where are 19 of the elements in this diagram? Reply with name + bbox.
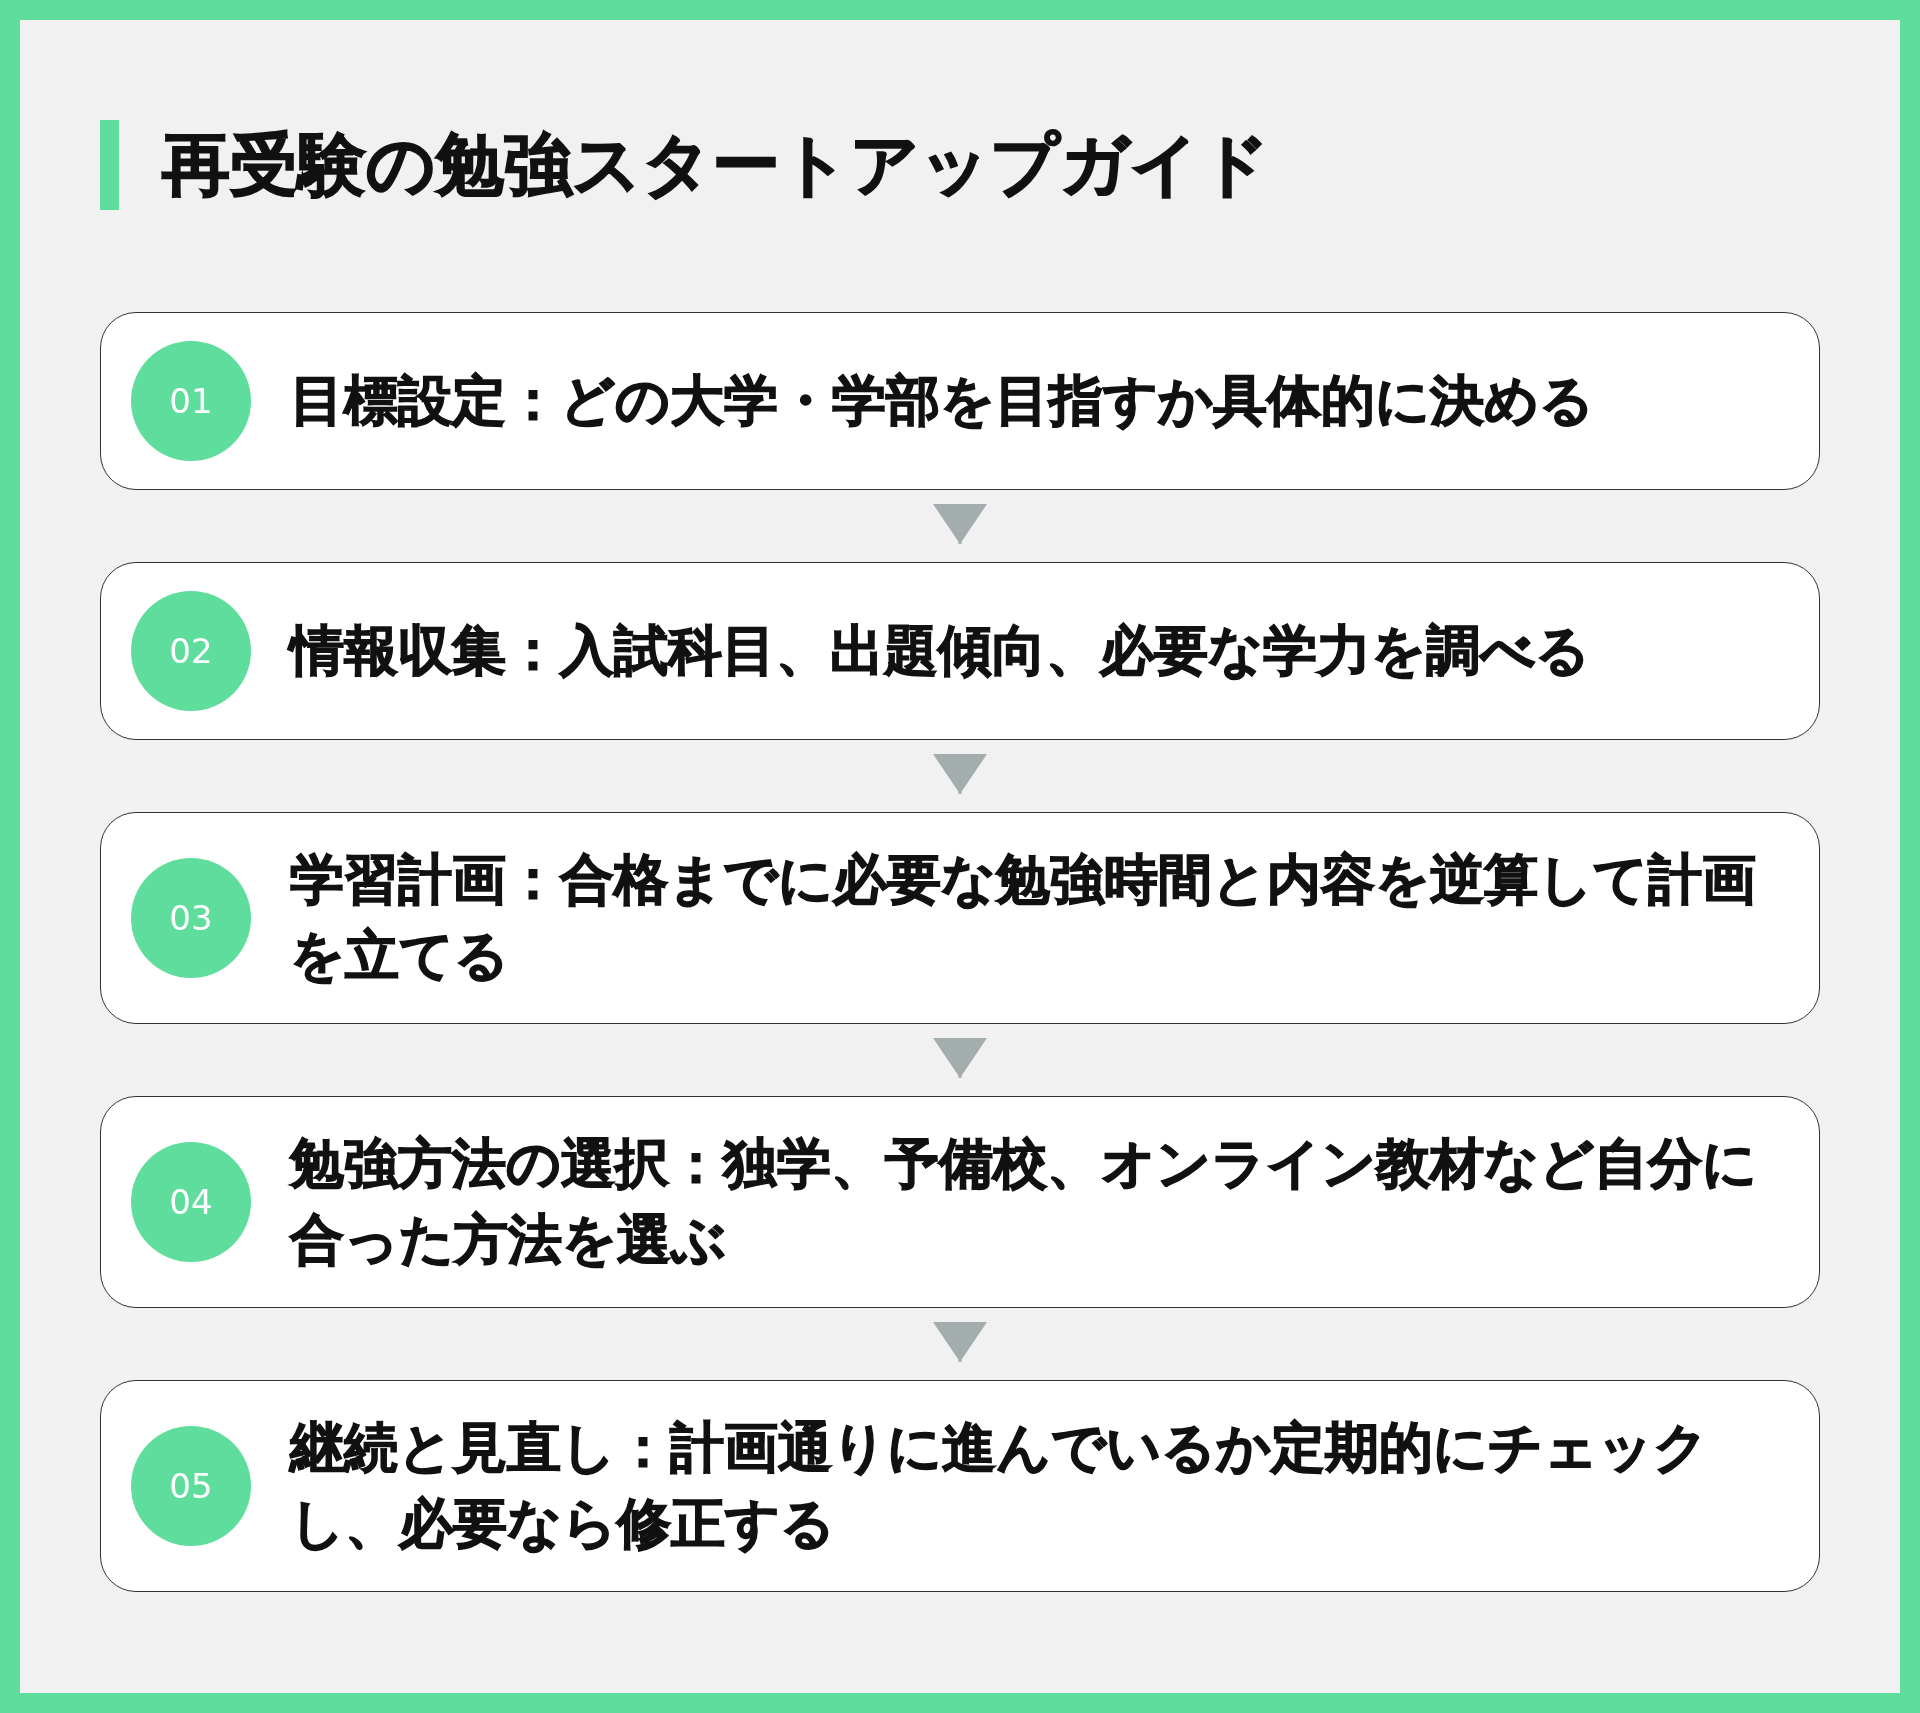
step-card [100,312,1820,490]
step-card [100,562,1820,740]
arrow [933,1322,987,1362]
step-number-circle: 02 [131,591,251,711]
step-number-circle: 05 [131,1426,251,1546]
arrow [933,1038,987,1078]
step-card [100,812,1820,1024]
arrow [933,754,987,794]
step-description: 勉強方法の選択：独学、予備校、オンライン教材など自分に合った方法を選ぶ [290,1131,1758,1273]
step-number-circle: 04 [131,1142,251,1262]
step-card [100,1380,1820,1592]
step-description: 学習計画：合格までに必要な勉強時間と内容を逆算して計画を立てる [290,847,1757,989]
step-description: 目標設定：どの大学・学部を目指すか具体的に決める [290,368,1594,434]
step-card [100,1096,1820,1308]
step-number-circle: 01 [131,341,251,461]
step-description: 継続と見直し：計画通りに進んでいるか定期的にチェックし、必要なら修正する [290,1415,1709,1557]
arrow [933,504,987,544]
title: 再受験の勉強スタートアップガイド [162,125,1270,205]
step-number-circle: 03 [131,858,251,978]
